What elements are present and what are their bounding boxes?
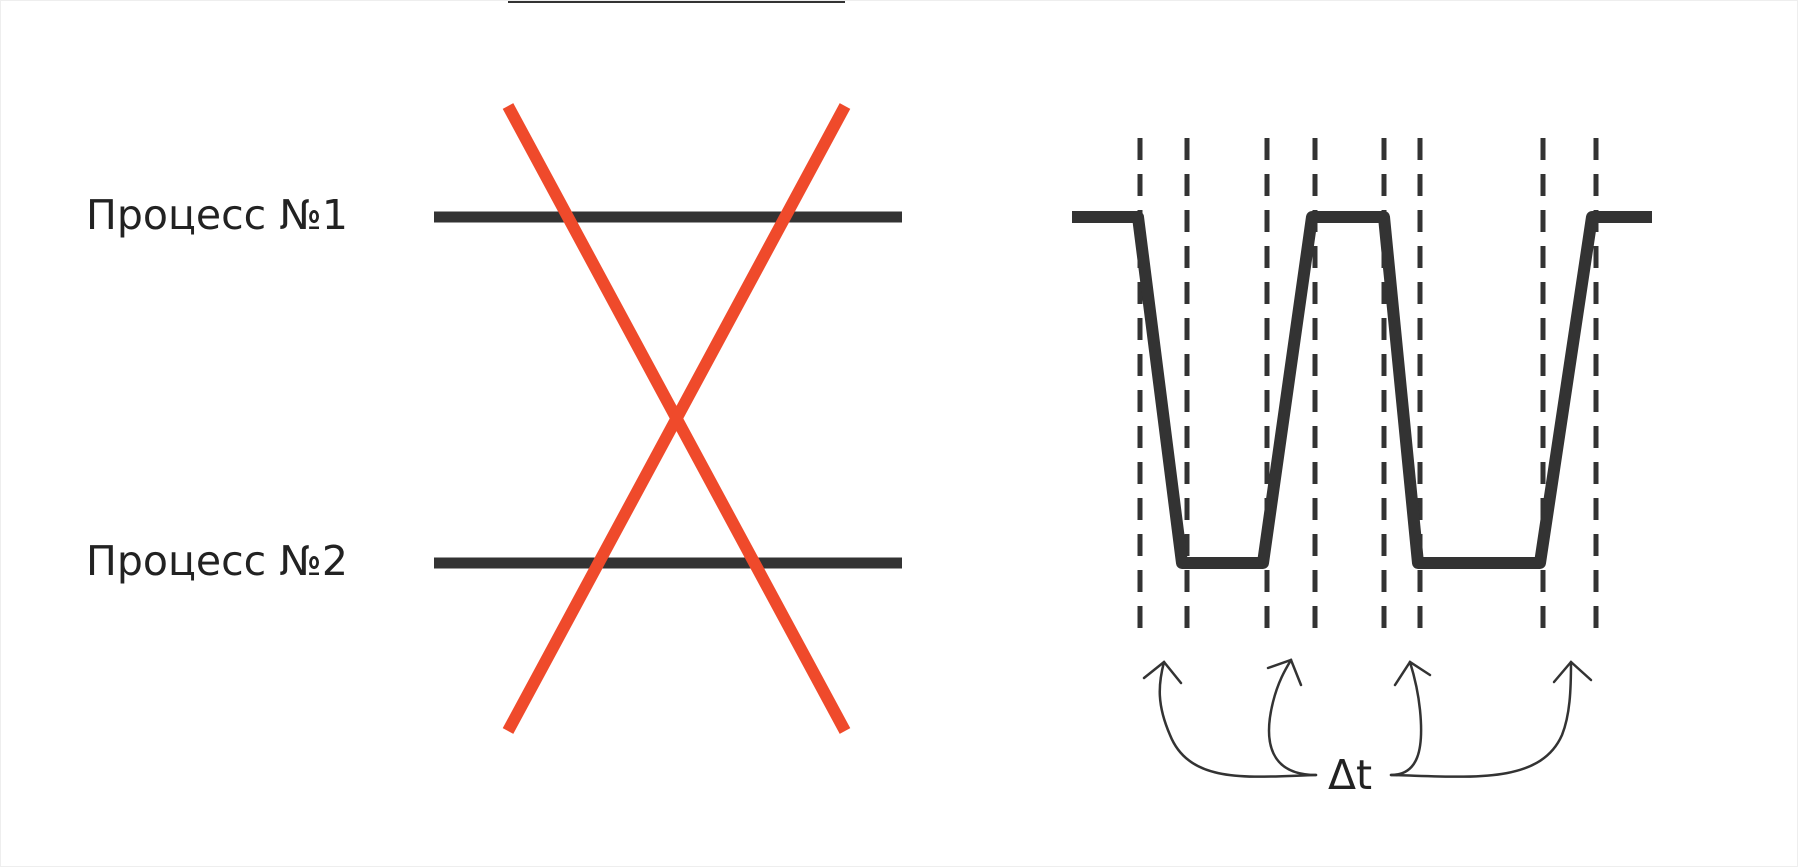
process-1-label: Процесс №1	[86, 191, 348, 239]
arrow-curve-2	[1267, 658, 1318, 777]
delta-t-label: Δt	[1328, 751, 1372, 799]
arrow-head-4	[1552, 660, 1593, 684]
arrow-curve-3	[1389, 660, 1423, 777]
arrow-head-1	[1142, 660, 1183, 685]
arrow-head-2	[1266, 658, 1303, 687]
cross-out-mark	[502, 103, 851, 734]
process-2-label: Процесс №2	[86, 537, 348, 585]
arrow-curve-1	[1158, 660, 1318, 778]
arrow-curve-4	[1389, 660, 1573, 778]
delta-t-arrows	[1142, 658, 1593, 778]
cross-stroke-2	[502, 103, 851, 734]
switching-waveform	[1072, 211, 1652, 569]
arrow-head-3	[1393, 660, 1432, 687]
